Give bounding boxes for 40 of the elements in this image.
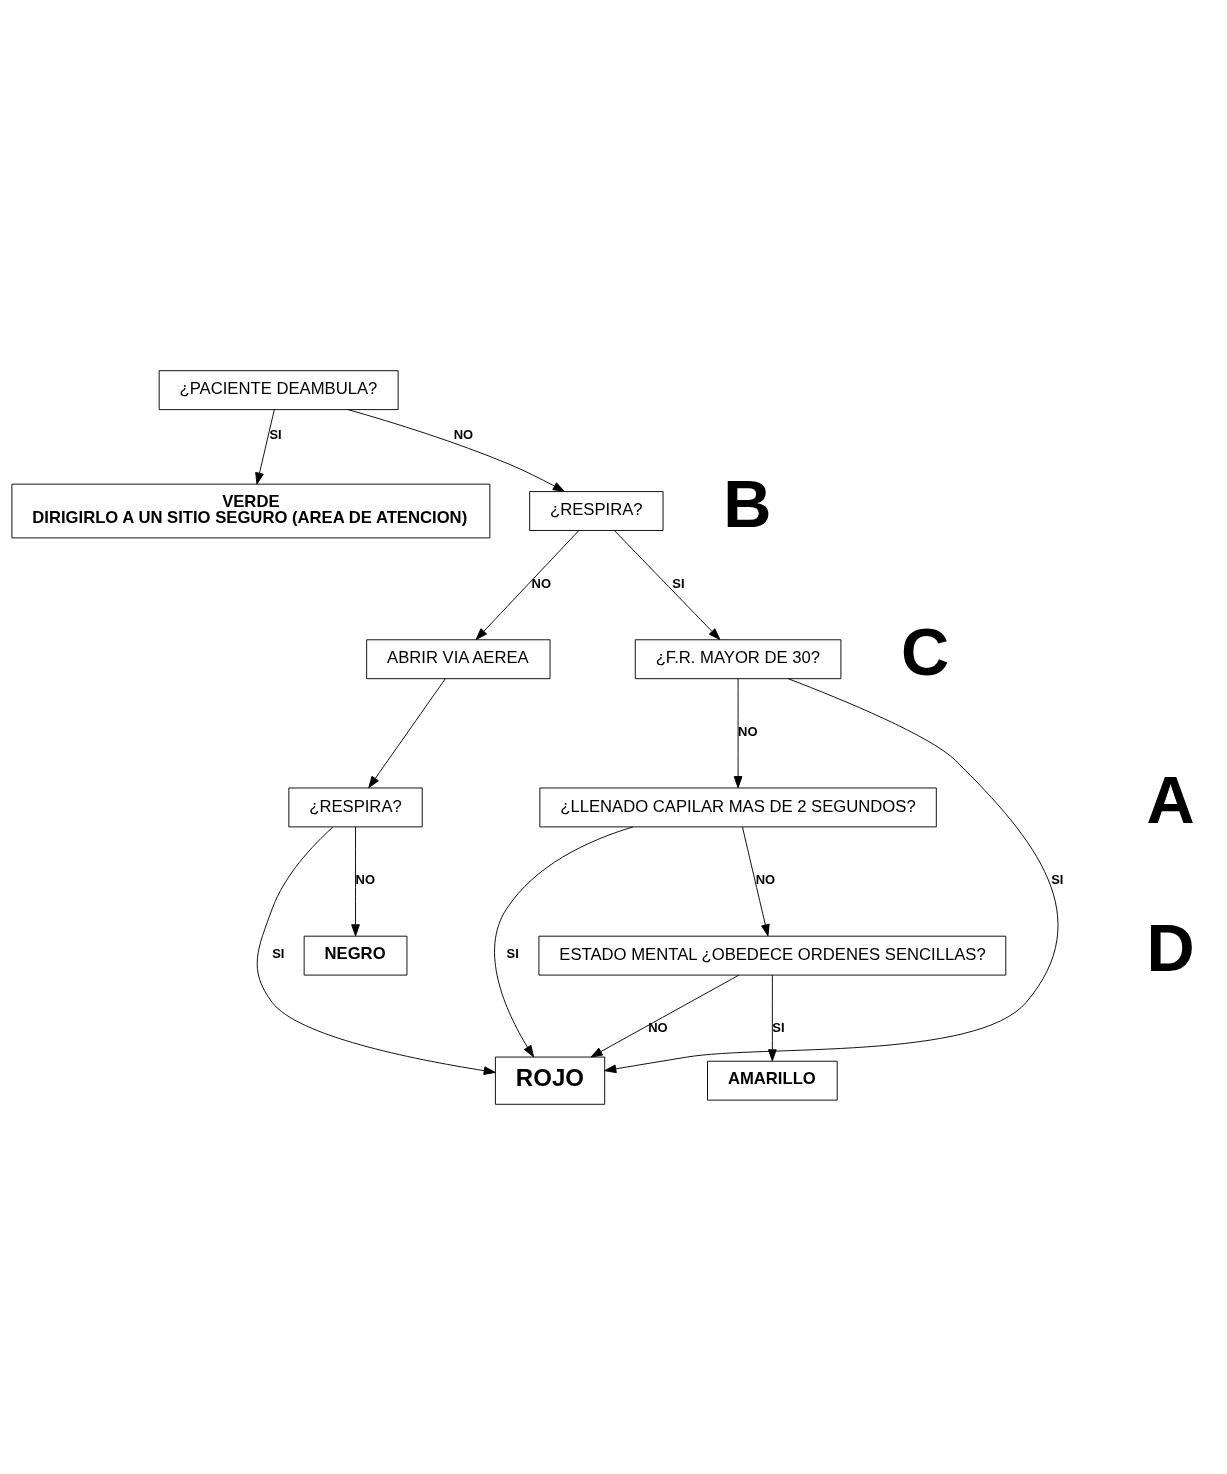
arrow [590, 974, 740, 1057]
node-box: ¿PACIENTE DEAMBULA? [158, 369, 399, 410]
edge-label: NO [648, 1019, 668, 1035]
node-box: ¿F.R. MAYOR DE 30? [634, 638, 842, 679]
node-box: ¿RESPIRA? [288, 787, 423, 827]
node-box: ¿RESPIRA? [529, 490, 664, 531]
arrow [368, 677, 446, 788]
node-box: ESTADO MENTAL ¿OBEDECE ORDENES SENCILLAS? [538, 935, 1007, 976]
label: D [1146, 910, 1195, 985]
arrow [733, 677, 743, 788]
arrow [768, 974, 777, 1061]
edge-label: SI [272, 945, 285, 961]
edge-label: SI [269, 426, 282, 442]
arrow [255, 408, 275, 485]
edge-label: SI [672, 575, 685, 591]
edge-label: NO [453, 426, 474, 442]
arrow [741, 825, 770, 936]
label: B [723, 466, 772, 541]
edge-label: NO [738, 723, 758, 739]
edge-label: NO [755, 871, 776, 887]
arrow [475, 529, 580, 640]
node-box: VERDE DIRIGIRLO A UN SITIO SEGURO (AREA DE ATENCION) [11, 483, 491, 538]
edge-label: SI [506, 945, 519, 961]
node-box: NEGRO [303, 935, 408, 976]
node-box: ¿LLENADO CAPILAR MAS DE 2 SEGUNDOS? [539, 787, 937, 827]
arrow [351, 825, 360, 936]
edge-label: SI [1051, 871, 1064, 887]
arrow [604, 677, 1059, 1073]
label: A [1146, 762, 1195, 837]
edge-label: SI [772, 1019, 785, 1035]
node-box: ABRIR VIA AEREA [366, 638, 551, 679]
node-box: AMARILLO [707, 1060, 838, 1101]
arrow [613, 529, 721, 640]
edge-label: NO [531, 575, 551, 591]
arrow [256, 826, 496, 1075]
arrow [347, 408, 565, 492]
node-box: ROJO [494, 1056, 606, 1105]
arrow [494, 826, 634, 1057]
label: C [901, 614, 950, 689]
edge-label: NO [355, 871, 375, 887]
